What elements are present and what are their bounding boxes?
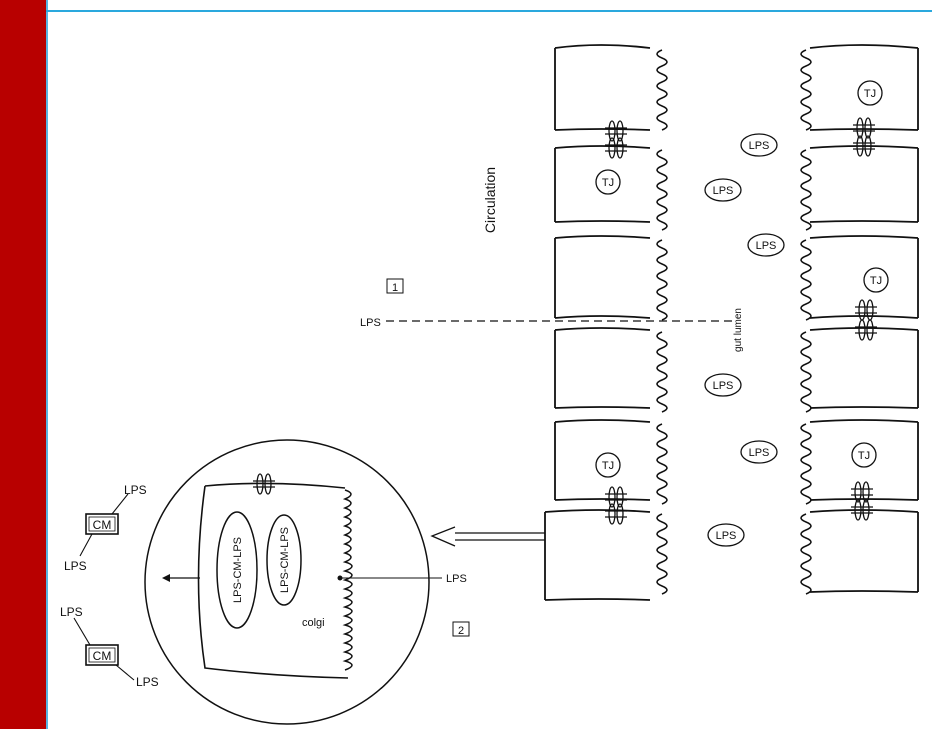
left-microvilli [657, 50, 667, 594]
zoom-arrow [432, 527, 545, 546]
zoom-cell-outline [199, 483, 349, 678]
vesicle-label-2: LPS-CM-LPS [279, 527, 291, 593]
tj-label: TJ [602, 460, 614, 472]
lps-uptake-label: LPS [446, 573, 467, 585]
right-microvilli [801, 50, 811, 594]
lps-label: LPS [713, 380, 734, 392]
tj-label: TJ [864, 88, 876, 100]
tj-label: TJ [870, 275, 882, 287]
lps-label: LPS [136, 675, 159, 689]
golgi-label: colgi [302, 617, 325, 629]
tj-label: TJ [858, 450, 870, 462]
gut-lumen-label: gut lumen [733, 308, 744, 352]
tight-junctions [253, 118, 877, 524]
lps-label: LPS [716, 530, 737, 542]
lps-label: LPS [124, 483, 147, 497]
lps-label: LPS [64, 559, 87, 573]
lps-label: LPS [713, 185, 734, 197]
cm-label: CM [93, 518, 112, 532]
lps-label: LPS [749, 447, 770, 459]
circulation-label: Circulation [482, 167, 498, 233]
step1-label: 1 [392, 282, 398, 294]
lps-label: LPS [60, 605, 83, 619]
zoom-microvilli [345, 490, 352, 670]
exocytosis-arrowhead [162, 574, 170, 582]
lps-label: LPS [749, 140, 770, 152]
tj-label: TJ [602, 177, 614, 189]
left-cell-column [545, 45, 650, 600]
cm-label: CM [93, 649, 112, 663]
uptake-dot [338, 576, 343, 581]
vesicle-label-1: LPS-CM-LPS [232, 537, 244, 603]
lps-label: LPS [756, 240, 777, 252]
step2-label: 2 [458, 625, 464, 637]
lps-paracellular-label: LPS [360, 317, 381, 329]
